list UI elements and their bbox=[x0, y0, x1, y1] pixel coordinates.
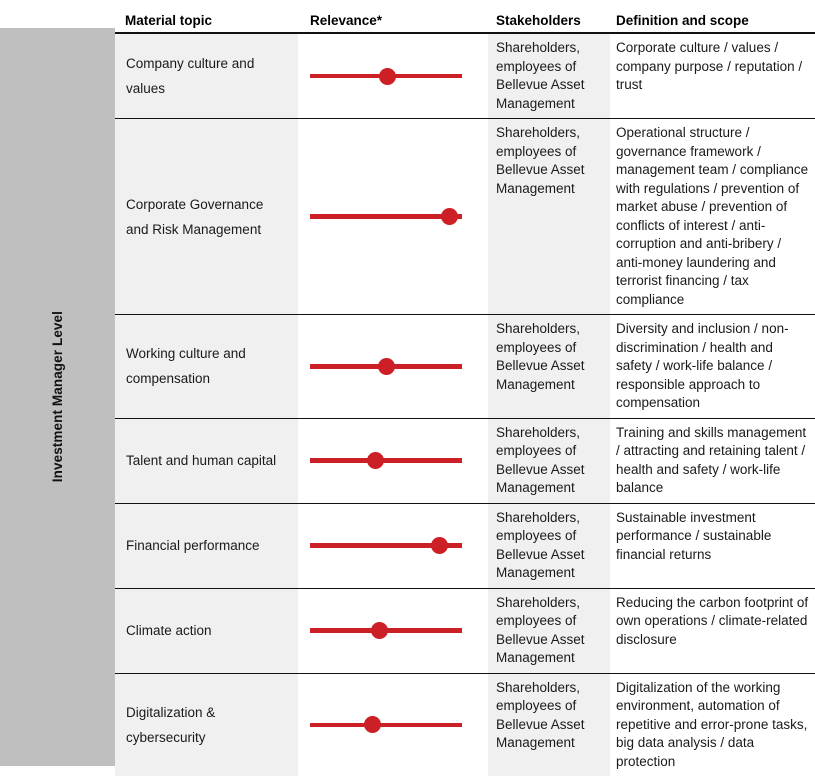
relevance-cell bbox=[298, 588, 488, 674]
definition-and-scope-text: Reducing the carbon footprint of own ope… bbox=[616, 594, 809, 647]
column-header-material-topic: Material topic bbox=[115, 0, 298, 34]
table-row: Talent and human capital Shareholders, em… bbox=[115, 418, 815, 504]
column-header-stakeholders: Stakeholders bbox=[488, 0, 610, 34]
material-topic-label: Digitalization & cybersecurity bbox=[126, 704, 216, 745]
table-header-row: Material topic Relevance* Stakeholders D… bbox=[115, 0, 815, 34]
materiality-table-wrapper: Material topic Relevance* Stakeholders D… bbox=[115, 0, 815, 776]
relevance-slider-track[interactable] bbox=[310, 458, 462, 463]
definition-and-scope-text: Training and skills management / attract… bbox=[616, 424, 807, 496]
material-topic-cell: Digitalization & cybersecurity bbox=[115, 673, 298, 776]
materiality-table: Material topic Relevance* Stakeholders D… bbox=[115, 0, 815, 776]
relevance-cell bbox=[298, 118, 488, 315]
stakeholders-cell: Shareholders, employees of Bellevue Asse… bbox=[488, 673, 610, 776]
relevance-slider-knob[interactable] bbox=[441, 208, 459, 225]
relevance-cell bbox=[298, 673, 488, 776]
relevance-slider-knob[interactable] bbox=[377, 357, 395, 375]
column-header-relevance: Relevance* bbox=[298, 0, 488, 34]
relevance-cell bbox=[298, 33, 488, 119]
relevance-slider[interactable] bbox=[310, 66, 462, 86]
definition-and-scope-cell: Reducing the carbon footprint of own ope… bbox=[610, 588, 815, 674]
material-topic-cell: Working culture and compensation bbox=[115, 314, 298, 419]
material-topic-label: Working culture and compensation bbox=[126, 346, 246, 387]
material-topic-label: Company culture and values bbox=[126, 56, 255, 96]
definition-and-scope-cell: Diversity and inclusion / non-discrimina… bbox=[610, 314, 815, 419]
relevance-slider[interactable] bbox=[310, 207, 462, 227]
stakeholders-cell: Shareholders, employees of Bellevue Asse… bbox=[488, 118, 610, 315]
investment-manager-level-band: Investment Manager Level bbox=[0, 28, 115, 766]
stakeholders-text: Shareholders, employees of Bellevue Asse… bbox=[496, 509, 585, 581]
relevance-cell bbox=[298, 418, 488, 504]
table-row: Working culture and compensation Sharehol… bbox=[115, 314, 815, 419]
relevance-slider-knob[interactable] bbox=[366, 452, 384, 469]
table-row: Financial performance Shareholders, emplo… bbox=[115, 503, 815, 589]
definition-and-scope-text: Operational structure / governance frame… bbox=[616, 125, 809, 307]
relevance-slider-knob[interactable] bbox=[371, 622, 389, 639]
stakeholders-text: Shareholders, employees of Bellevue Asse… bbox=[496, 40, 585, 111]
definition-and-scope-cell: Training and skills management / attract… bbox=[610, 418, 815, 504]
stakeholders-text: Shareholders, employees of Bellevue Asse… bbox=[496, 321, 585, 392]
definition-and-scope-text: Corporate culture / values / company pur… bbox=[616, 40, 803, 92]
definition-and-scope-text: Diversity and inclusion / non-discrimina… bbox=[616, 321, 789, 410]
relevance-slider[interactable] bbox=[310, 715, 462, 735]
relevance-slider-track[interactable] bbox=[310, 214, 462, 219]
material-topic-label: Financial performance bbox=[126, 538, 260, 553]
material-topic-label: Corporate Governance and Risk Management bbox=[126, 196, 264, 237]
table-row: Digitalization & cybersecurity Shareholde… bbox=[115, 673, 815, 776]
material-topic-cell: Financial performance bbox=[115, 503, 298, 589]
stakeholders-text: Shareholders, employees of Bellevue Asse… bbox=[496, 424, 585, 496]
relevance-slider-knob[interactable] bbox=[379, 67, 397, 85]
relevance-slider-track[interactable] bbox=[310, 722, 462, 727]
definition-and-scope-cell: Digitalization of the working environmen… bbox=[610, 673, 815, 776]
relevance-slider-knob[interactable] bbox=[363, 716, 381, 734]
stakeholders-text: Shareholders, employees of Bellevue Asse… bbox=[496, 594, 585, 666]
stakeholders-text: Shareholders, employees of Bellevue Asse… bbox=[496, 679, 585, 751]
relevance-cell bbox=[298, 503, 488, 589]
definition-and-scope-cell: Operational structure / governance frame… bbox=[610, 118, 815, 315]
definition-and-scope-text: Digitalization of the working environmen… bbox=[616, 679, 808, 769]
stakeholders-cell: Shareholders, employees of Bellevue Asse… bbox=[488, 418, 610, 504]
material-topic-cell: Company culture and values bbox=[115, 33, 298, 119]
material-topic-cell: Talent and human capital bbox=[115, 418, 298, 504]
definition-and-scope-text: Sustainable investment performance / sus… bbox=[616, 509, 772, 562]
stakeholders-cell: Shareholders, employees of Bellevue Asse… bbox=[488, 314, 610, 419]
stakeholders-text: Shareholders, employees of Bellevue Asse… bbox=[496, 125, 585, 196]
table-header: Material topic Relevance* Stakeholders D… bbox=[115, 0, 815, 34]
material-topic-cell: Corporate Governance and Risk Management bbox=[115, 118, 298, 315]
stakeholders-cell: Shareholders, employees of Bellevue Asse… bbox=[488, 588, 610, 674]
relevance-slider[interactable] bbox=[310, 536, 462, 556]
relevance-slider-track[interactable] bbox=[310, 543, 462, 548]
relevance-cell bbox=[298, 314, 488, 419]
relevance-slider[interactable] bbox=[310, 356, 462, 376]
material-topic-label: Climate action bbox=[126, 623, 212, 638]
relevance-slider-knob[interactable] bbox=[430, 537, 448, 554]
stakeholders-cell: Shareholders, employees of Bellevue Asse… bbox=[488, 503, 610, 589]
table-row: Climate action Shareholders, employees of… bbox=[115, 588, 815, 674]
relevance-slider[interactable] bbox=[310, 621, 462, 641]
material-topic-label: Talent and human capital bbox=[126, 453, 277, 468]
relevance-slider[interactable] bbox=[310, 451, 462, 471]
table-row: Corporate Governance and Risk Management… bbox=[115, 118, 815, 315]
stakeholders-cell: Shareholders, employees of Bellevue Asse… bbox=[488, 33, 610, 119]
definition-and-scope-cell: Corporate culture / values / company pur… bbox=[610, 33, 815, 119]
column-header-definition-and-scope: Definition and scope bbox=[610, 0, 815, 34]
material-topic-cell: Climate action bbox=[115, 588, 298, 674]
definition-and-scope-cell: Sustainable investment performance / sus… bbox=[610, 503, 815, 589]
table-row: Company culture and values Shareholders, … bbox=[115, 33, 815, 119]
investment-manager-level-label: Investment Manager Level bbox=[50, 311, 65, 483]
